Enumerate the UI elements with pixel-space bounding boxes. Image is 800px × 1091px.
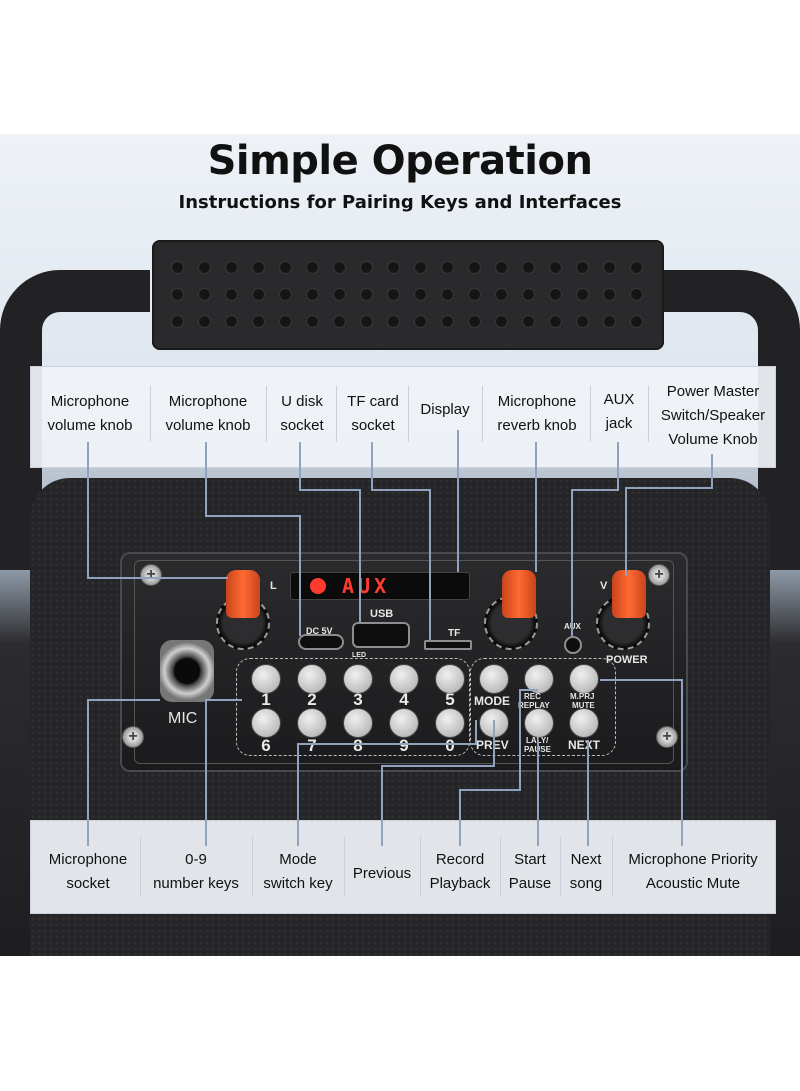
divider	[252, 836, 253, 896]
screw-icon: +	[648, 564, 670, 586]
number-label: 0	[445, 736, 455, 755]
power-label: POWER	[606, 654, 648, 666]
bluetooth-icon	[310, 578, 326, 594]
screw-icon: +	[656, 726, 678, 748]
divider	[560, 836, 561, 896]
dc-5v-port[interactable]	[298, 634, 344, 650]
knob-v-label: V	[600, 580, 608, 592]
usb-port[interactable]	[352, 622, 410, 648]
number-label: 7	[307, 736, 317, 755]
play-pause-button[interactable]	[524, 708, 554, 738]
number-label: 2	[307, 690, 317, 709]
tf-card-slot[interactable]	[424, 640, 472, 650]
divider	[648, 386, 649, 442]
mic-label: MIC	[168, 710, 198, 727]
mic-volume-knob-cap[interactable]	[226, 570, 260, 618]
number-label: 9	[399, 736, 409, 755]
number-key-6[interactable]	[251, 708, 281, 738]
callout-display: Display	[420, 401, 470, 418]
number-label: 5	[445, 690, 455, 709]
dc-label: DC 5V	[306, 626, 333, 636]
divider	[150, 386, 151, 442]
next-label: NEXT	[568, 738, 601, 752]
divider	[336, 386, 337, 442]
number-key-1[interactable]	[251, 664, 281, 694]
aux-label: AUX	[564, 622, 581, 631]
number-key-8[interactable]	[343, 708, 373, 738]
mode-button[interactable]	[479, 664, 509, 694]
number-label: 6	[261, 736, 271, 755]
page-title: Simple Operation	[207, 138, 593, 184]
screw-icon: +	[140, 564, 162, 586]
divider	[500, 836, 501, 896]
usb-label: USB	[370, 608, 394, 620]
number-key-0[interactable]	[435, 708, 465, 738]
handle-grip-texture	[164, 254, 654, 342]
number-label: 1	[261, 690, 271, 709]
aux-jack[interactable]	[564, 636, 582, 654]
rec-replay-button[interactable]	[524, 664, 554, 694]
divider	[612, 836, 613, 896]
divider	[408, 386, 409, 442]
divider	[420, 836, 421, 896]
divider	[266, 386, 267, 442]
page-subtitle: Instructions for Pairing Keys and Interf…	[178, 192, 622, 213]
number-label: 8	[353, 736, 363, 755]
mic-reverb-knob-cap[interactable]	[502, 570, 536, 618]
number-label: 3	[353, 690, 363, 709]
mode-label: MODE	[474, 694, 510, 708]
number-key-9[interactable]	[389, 708, 419, 738]
mic-priority-mute-button[interactable]	[569, 664, 599, 694]
rec-label: REC	[524, 692, 541, 701]
knob-l-label: L	[270, 580, 277, 592]
next-button[interactable]	[569, 708, 599, 738]
mute-label: MUTE	[572, 701, 595, 710]
number-label: 4	[399, 690, 409, 709]
tf-label: TF	[448, 628, 461, 639]
number-key-2[interactable]	[297, 664, 327, 694]
divider	[140, 836, 141, 896]
mprj-label: M.PRJ	[570, 692, 595, 701]
divider	[590, 386, 591, 442]
microphone-socket[interactable]	[160, 640, 214, 702]
play-label: LALY/	[526, 736, 549, 745]
screw-icon: +	[122, 726, 144, 748]
number-key-7[interactable]	[297, 708, 327, 738]
number-key-3[interactable]	[343, 664, 373, 694]
divider	[482, 386, 483, 442]
power-volume-knob-cap[interactable]	[612, 570, 646, 618]
divider	[344, 836, 345, 896]
previous-button[interactable]	[479, 708, 509, 738]
display-readout: AUX	[342, 574, 391, 598]
callout-previous: Previous	[352, 865, 412, 882]
number-key-4[interactable]	[389, 664, 419, 694]
prev-label: PREV	[476, 738, 509, 752]
led-label: LED	[352, 652, 366, 659]
pause-label: PAUSE	[524, 745, 551, 754]
